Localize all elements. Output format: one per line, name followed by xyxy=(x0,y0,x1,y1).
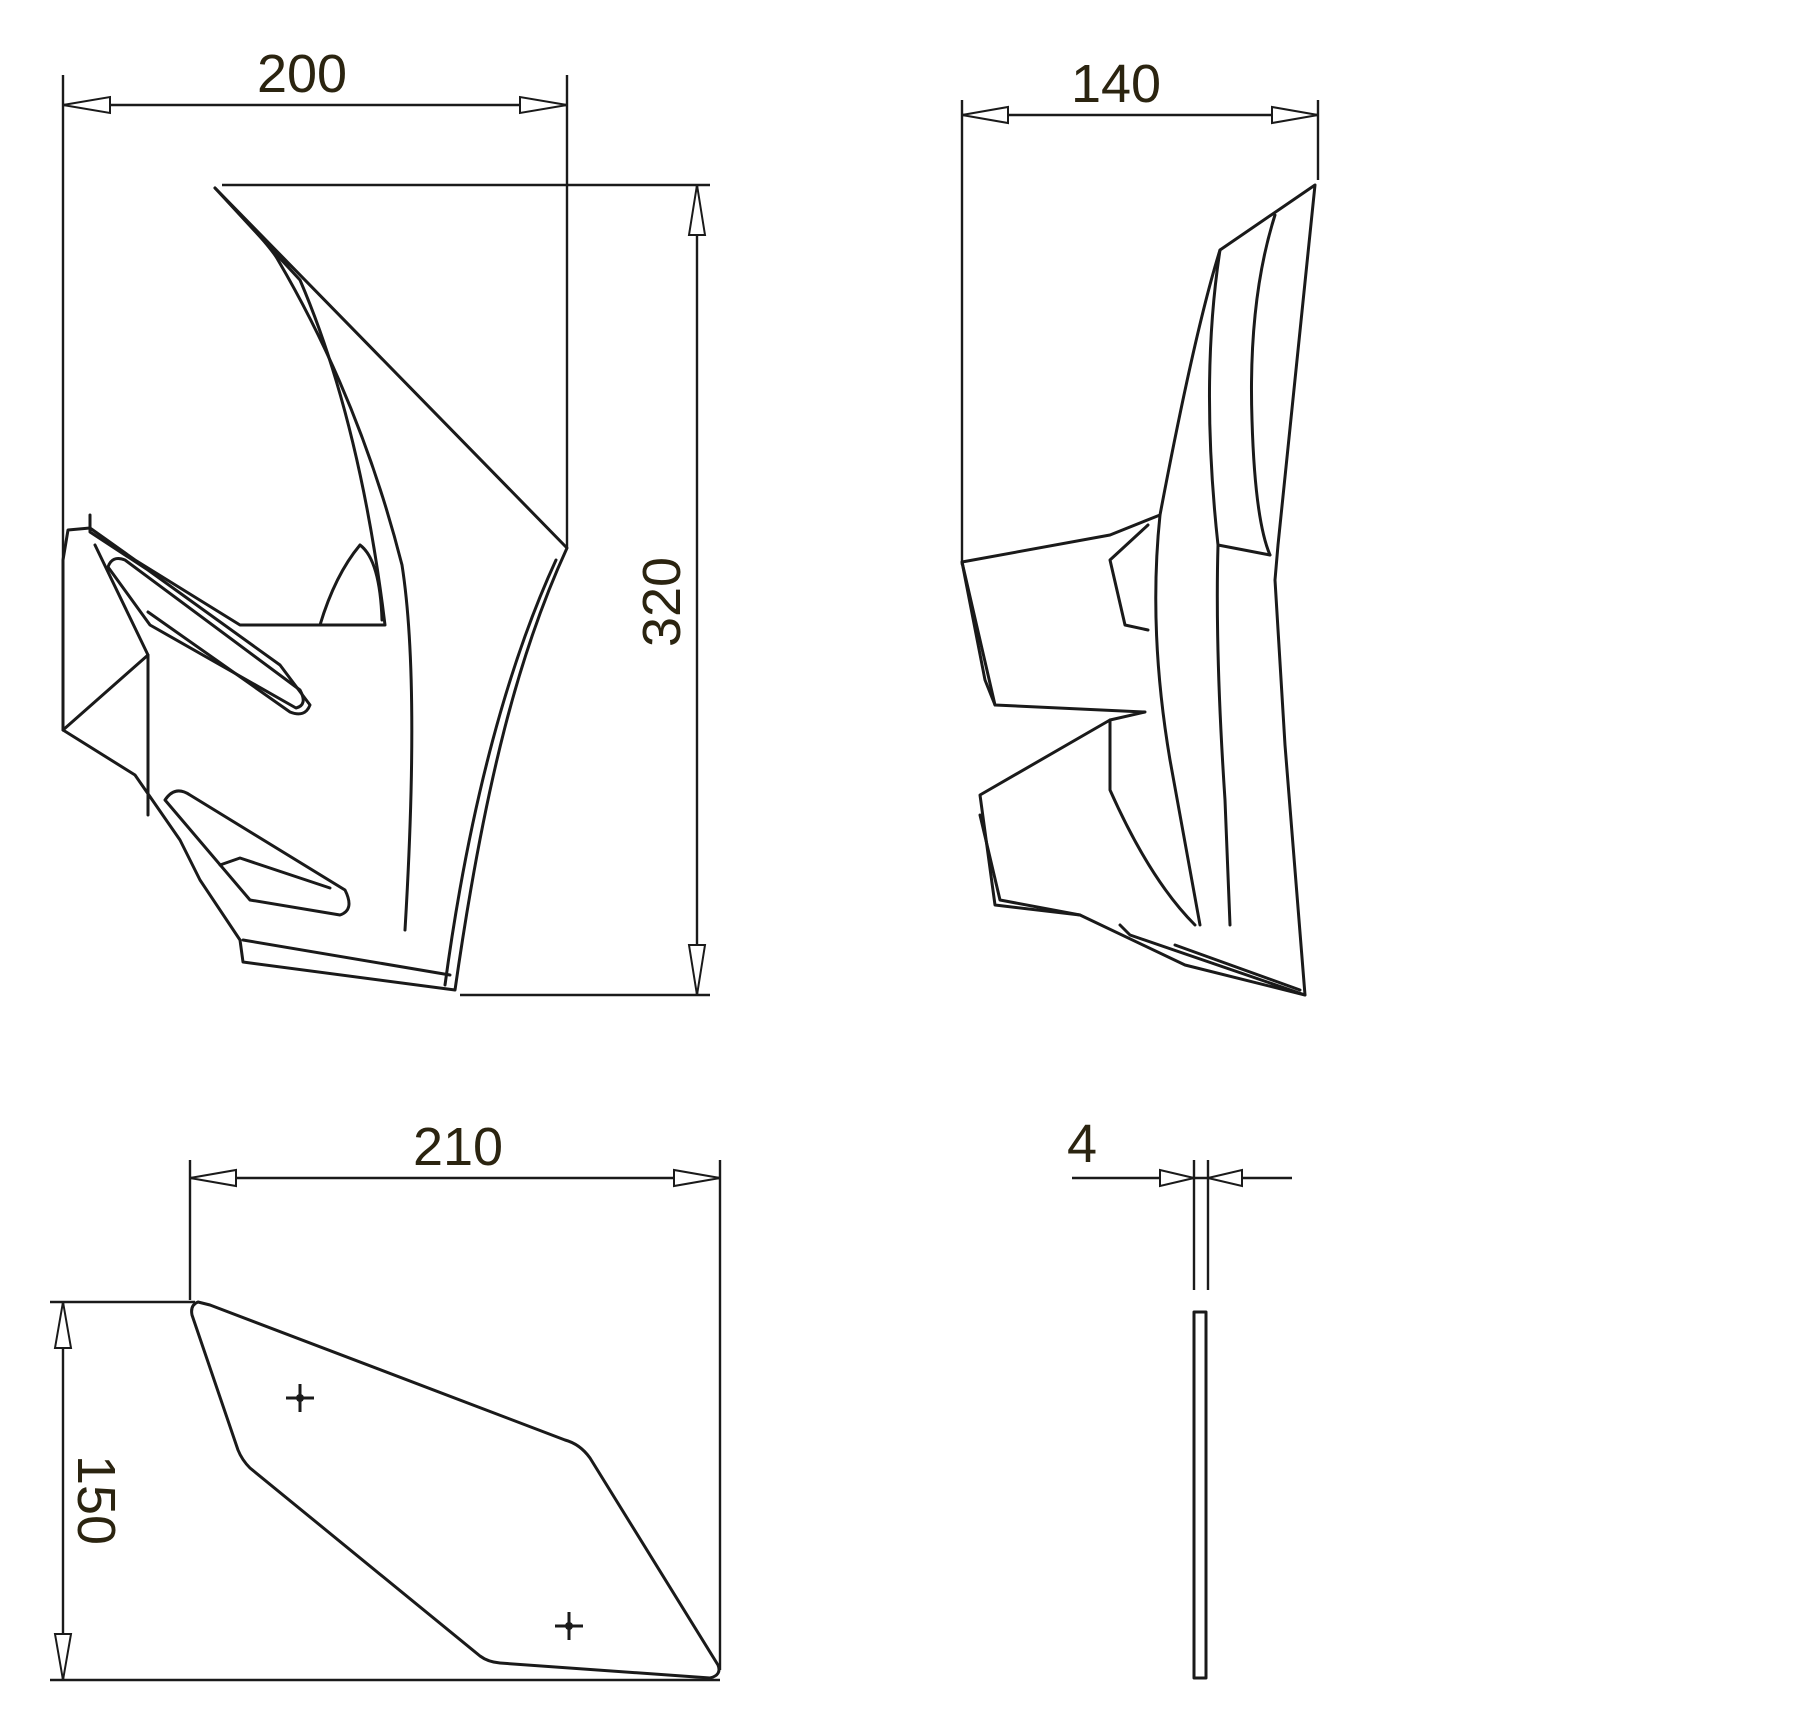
front-height-dimension: 320 xyxy=(222,183,710,997)
side-width-label: 140 xyxy=(1071,54,1161,114)
front-width-label: 200 xyxy=(257,44,347,104)
front-height-label: 320 xyxy=(632,557,692,647)
side-width-dimension: 140 xyxy=(960,54,1320,565)
front-view: 200 320 xyxy=(61,44,710,997)
side-view: 140 xyxy=(960,54,1320,997)
mounting-hole-mark xyxy=(555,1612,583,1640)
thickness-view: 4 xyxy=(1067,1114,1292,1680)
flat-height-label: 150 xyxy=(66,1455,126,1545)
side-part-outline xyxy=(960,183,1317,997)
front-part-outline xyxy=(61,186,569,992)
thickness-dimension: 4 xyxy=(1067,1114,1292,1290)
flat-view: 210 150 xyxy=(50,1117,722,1682)
mounting-hole-mark xyxy=(286,1384,314,1412)
flat-width-dimension: 210 xyxy=(188,1117,722,1670)
flat-height-dimension: 150 xyxy=(50,1300,720,1682)
front-width-dimension: 200 xyxy=(61,44,569,730)
thickness-part-outline xyxy=(1192,1310,1208,1680)
thickness-label: 4 xyxy=(1067,1114,1097,1174)
flat-part-outline xyxy=(190,1300,721,1680)
flat-width-label: 210 xyxy=(413,1117,503,1177)
